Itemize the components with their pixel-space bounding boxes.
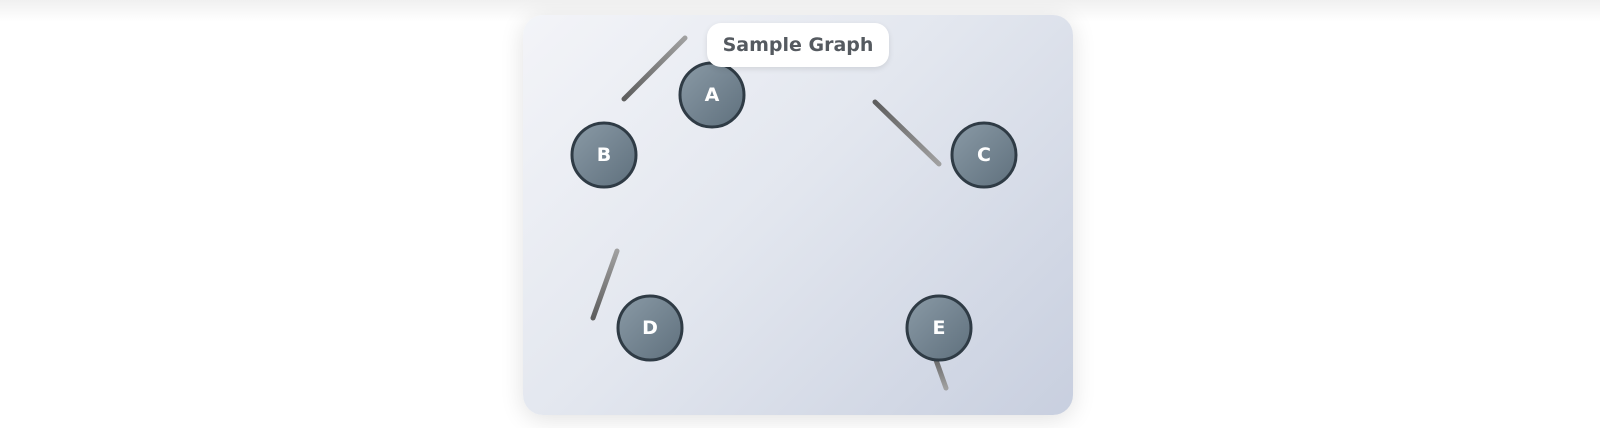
edge-stub-above-d [590, 248, 620, 321]
graph-node-b[interactable]: B [570, 121, 638, 189]
graph-canvas: A B C D E [570, 35, 1018, 391]
node-label-c: C [977, 144, 991, 166]
top-shadow-band [0, 0, 1600, 22]
edge-stub-near-c [872, 99, 942, 167]
node-label-d: D [642, 317, 658, 339]
graph-node-e[interactable]: E [905, 294, 973, 362]
graph-node-a[interactable]: A [678, 61, 746, 129]
graph-card: A B C D E Sample Graph [523, 15, 1073, 415]
graph-title: Sample Graph [707, 23, 889, 67]
edge-stub-near-a [621, 35, 688, 102]
node-label-a: A [705, 84, 720, 106]
node-label-b: B [597, 144, 611, 166]
graph-node-c[interactable]: C [950, 121, 1018, 189]
graph-node-d[interactable]: D [616, 294, 684, 362]
node-label-e: E [933, 317, 946, 339]
edge-stub-below-e [933, 357, 949, 391]
